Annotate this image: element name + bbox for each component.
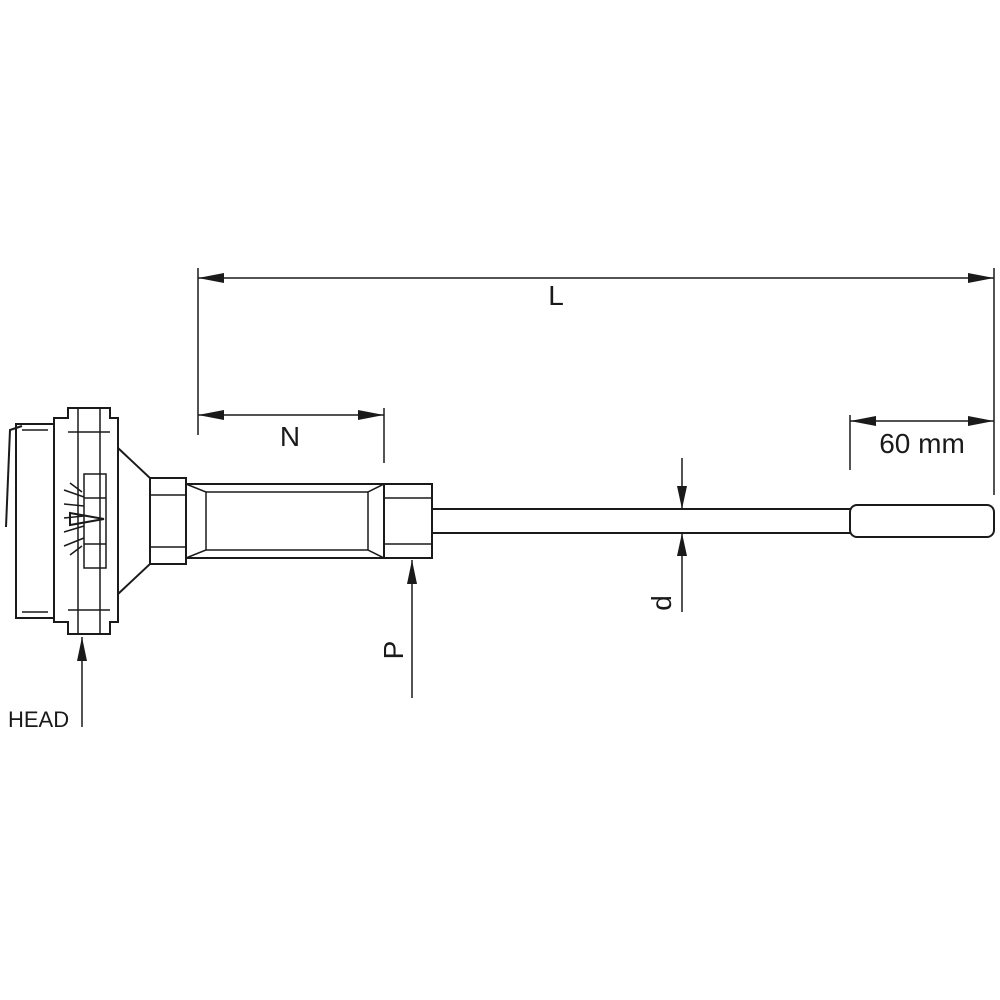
dimension-P: P bbox=[378, 560, 417, 698]
head-body bbox=[53, 407, 119, 635]
60mm-arrow-right bbox=[968, 416, 994, 426]
probe-tip bbox=[849, 504, 995, 538]
60mm-arrow-left bbox=[850, 416, 876, 426]
head-arrow bbox=[77, 637, 87, 661]
N-label: N bbox=[280, 421, 300, 452]
process-connection-hex bbox=[383, 483, 433, 559]
d-label: d bbox=[646, 595, 677, 611]
d-arrow-top bbox=[677, 486, 687, 509]
terminal-screw bbox=[69, 511, 105, 527]
dimension-d: d bbox=[646, 458, 687, 612]
extension-tube-chamfer-right bbox=[367, 483, 385, 559]
head-label: HEAD bbox=[8, 707, 69, 732]
dimension-60mm: 60 mm bbox=[849, 415, 994, 470]
N-arrow-left bbox=[198, 410, 224, 420]
L-arrow-left bbox=[198, 273, 224, 283]
terminal-block bbox=[83, 473, 107, 569]
extension-tube bbox=[185, 483, 385, 559]
terminal-wires bbox=[63, 489, 85, 547]
extension-tube-chamfer-left bbox=[185, 483, 207, 559]
probe-sheath bbox=[432, 504, 995, 538]
head-neck-taper bbox=[117, 447, 151, 595]
P-label: P bbox=[378, 641, 409, 660]
head-cover bbox=[15, 423, 55, 619]
dimension-N: N bbox=[198, 408, 385, 463]
head bbox=[5, 407, 151, 635]
L-arrow-right bbox=[968, 273, 994, 283]
d-arrow-bottom bbox=[677, 533, 687, 556]
head-lid-edge bbox=[5, 425, 23, 528]
head-callout: HEAD bbox=[8, 637, 87, 732]
L-label: L bbox=[548, 280, 564, 311]
N-arrow-right bbox=[358, 410, 384, 420]
P-arrow bbox=[407, 560, 417, 584]
60mm-label: 60 mm bbox=[879, 428, 965, 459]
nipple-extension bbox=[149, 477, 433, 565]
hex-nut-1 bbox=[149, 477, 187, 565]
dimension-L: L bbox=[197, 268, 995, 495]
terminal-clips bbox=[69, 482, 83, 556]
